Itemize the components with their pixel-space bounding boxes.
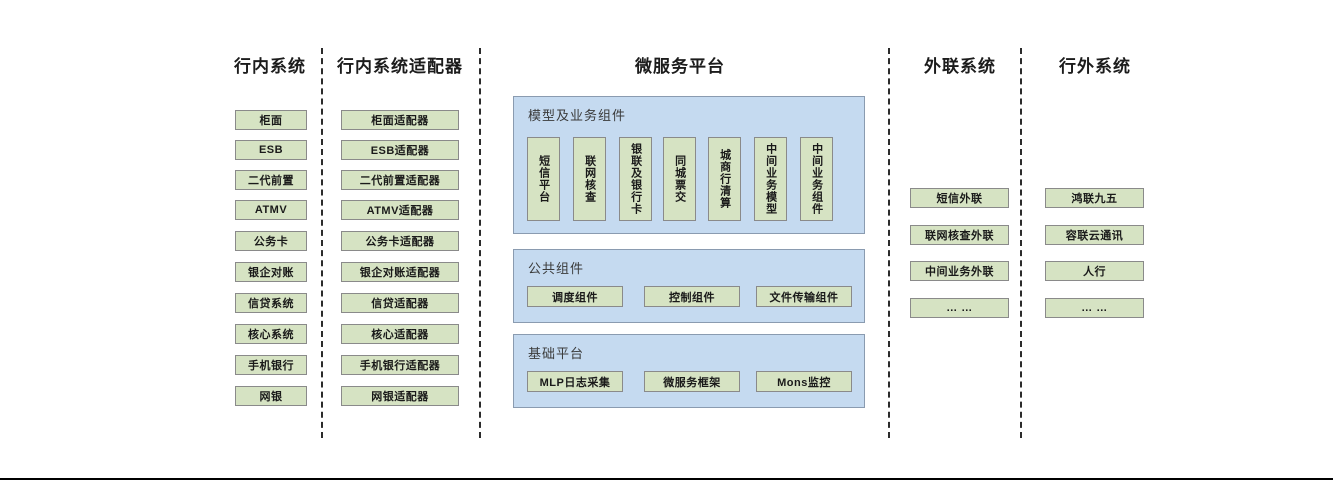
node-internal-system[interactable]: 手机银行	[235, 355, 307, 375]
divider-adapters-to-platform	[479, 48, 481, 438]
column-header-microservice-platform: 微服务平台	[635, 57, 725, 76]
node-external-link-system[interactable]: 联网核查外联	[910, 225, 1009, 245]
node-external-link-system[interactable]: 中间业务外联	[910, 261, 1009, 281]
bottom-rule	[0, 478, 1333, 480]
node-internal-adapter[interactable]: 信贷适配器	[341, 293, 459, 313]
node-model-component[interactable]: 同城票交	[663, 137, 696, 221]
node-external-link-system[interactable]: 短信外联	[910, 188, 1009, 208]
panel-title-model-business-components: 模型及业务组件	[528, 108, 627, 123]
node-internal-system[interactable]: ATMV	[235, 200, 307, 220]
node-outside-bank-system[interactable]: 人行	[1045, 261, 1144, 281]
column-header-outside-bank-systems: 行外系统	[1059, 57, 1131, 76]
node-internal-system[interactable]: 公务卡	[235, 231, 307, 251]
node-outside-bank-system[interactable]: 容联云通讯	[1045, 225, 1144, 245]
node-public-component[interactable]: 文件传输组件	[756, 286, 852, 307]
node-model-component-label: 中间业务模型	[764, 143, 777, 215]
node-internal-system[interactable]: ESB	[235, 140, 307, 160]
node-model-component[interactable]: 城商行清算	[708, 137, 741, 221]
node-internal-system[interactable]: 银企对账	[235, 262, 307, 282]
node-internal-adapter[interactable]: 手机银行适配器	[341, 355, 459, 375]
node-public-component[interactable]: 控制组件	[644, 286, 740, 307]
node-internal-adapter[interactable]: 二代前置适配器	[341, 170, 459, 190]
node-model-component[interactable]: 中间业务模型	[754, 137, 787, 221]
node-internal-adapter[interactable]: 银企对账适配器	[341, 262, 459, 282]
node-outside-bank-system[interactable]: 鸿联九五	[1045, 188, 1144, 208]
node-model-component[interactable]: 短信平台	[527, 137, 560, 221]
node-internal-system[interactable]: 信贷系统	[235, 293, 307, 313]
column-header-internal-systems: 行内系统	[234, 57, 306, 76]
node-base-platform-component[interactable]: 微服务框架	[644, 371, 740, 392]
node-internal-system[interactable]: 柜面	[235, 110, 307, 130]
node-model-component[interactable]: 银联及银行卡	[619, 137, 652, 221]
column-header-internal-adapters: 行内系统适配器	[337, 57, 463, 76]
node-model-component-label: 中间业务组件	[810, 143, 823, 215]
node-model-component-label: 同城票交	[673, 155, 686, 203]
node-base-platform-component[interactable]: Mons监控	[756, 371, 852, 392]
node-model-component-label: 银联及银行卡	[629, 143, 642, 215]
node-model-component-label: 联网核查	[583, 155, 596, 203]
node-model-component[interactable]: 联网核查	[573, 137, 606, 221]
panel-title-base-platform: 基础平台	[528, 346, 585, 361]
node-internal-system[interactable]: 二代前置	[235, 170, 307, 190]
node-internal-adapter[interactable]: ESB适配器	[341, 140, 459, 160]
node-external-link-system[interactable]: … …	[910, 298, 1009, 318]
divider-external-to-outside	[1020, 48, 1022, 438]
node-internal-system[interactable]: 网银	[235, 386, 307, 406]
node-model-component-label: 城商行清算	[718, 149, 731, 209]
node-internal-adapter[interactable]: 核心适配器	[341, 324, 459, 344]
node-internal-adapter[interactable]: 网银适配器	[341, 386, 459, 406]
divider-platform-to-external	[888, 48, 890, 438]
panel-title-public-components: 公共组件	[528, 261, 585, 276]
node-base-platform-component[interactable]: MLP日志采集	[527, 371, 623, 392]
node-model-component[interactable]: 中间业务组件	[800, 137, 833, 221]
node-model-component-label: 短信平台	[537, 155, 550, 203]
node-public-component[interactable]: 调度组件	[527, 286, 623, 307]
node-internal-system[interactable]: 核心系统	[235, 324, 307, 344]
node-internal-adapter[interactable]: 公务卡适配器	[341, 231, 459, 251]
node-internal-adapter[interactable]: ATMV适配器	[341, 200, 459, 220]
node-outside-bank-system[interactable]: … …	[1045, 298, 1144, 318]
node-internal-adapter[interactable]: 柜面适配器	[341, 110, 459, 130]
divider-internal-to-adapters	[321, 48, 323, 438]
column-header-external-link-systems: 外联系统	[924, 57, 996, 76]
